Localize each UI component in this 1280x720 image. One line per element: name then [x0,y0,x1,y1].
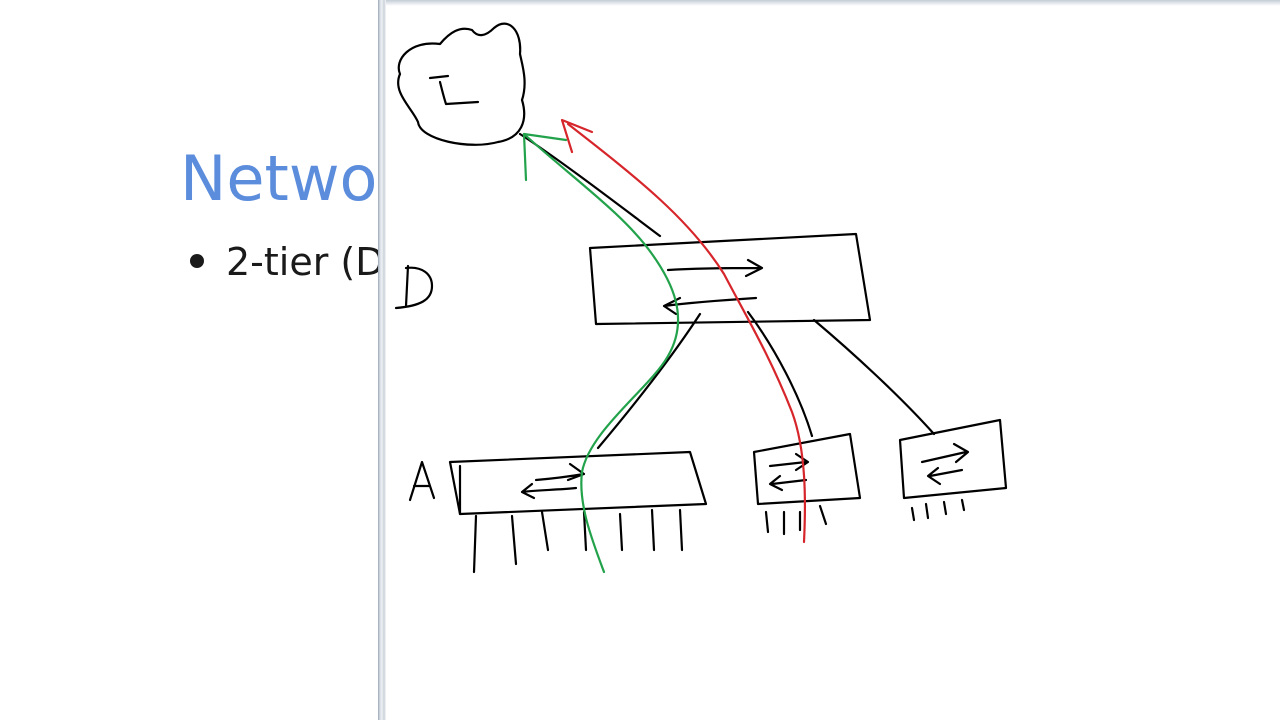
access-switch-left [448,450,708,574]
access-label-a [408,460,436,502]
whiteboard-window-top-edge [386,0,1280,6]
slide-bullet-text: 2-tier (D [226,240,380,284]
agg-to-access-right-line [812,318,936,436]
whiteboard-canvas[interactable] [386,6,1280,720]
agg-to-access-left-line [596,312,702,450]
access-switch-middle [752,432,862,536]
slide-title: Netwo [180,142,378,215]
cloud-icon [397,22,526,146]
presentation-slide: Netwo 2-tier (D [0,0,380,720]
core-switch [588,232,872,326]
bullet-dot-icon [190,253,204,268]
core-label-d [394,264,434,310]
whiteboard-window-left-edge[interactable] [378,0,386,720]
access-switch-right [898,418,1008,522]
green-traffic-path [522,132,680,574]
slide-bullet-item: 2-tier (D [190,240,380,284]
red-traffic-path [560,118,807,544]
agg-to-access-mid-line [746,310,814,438]
